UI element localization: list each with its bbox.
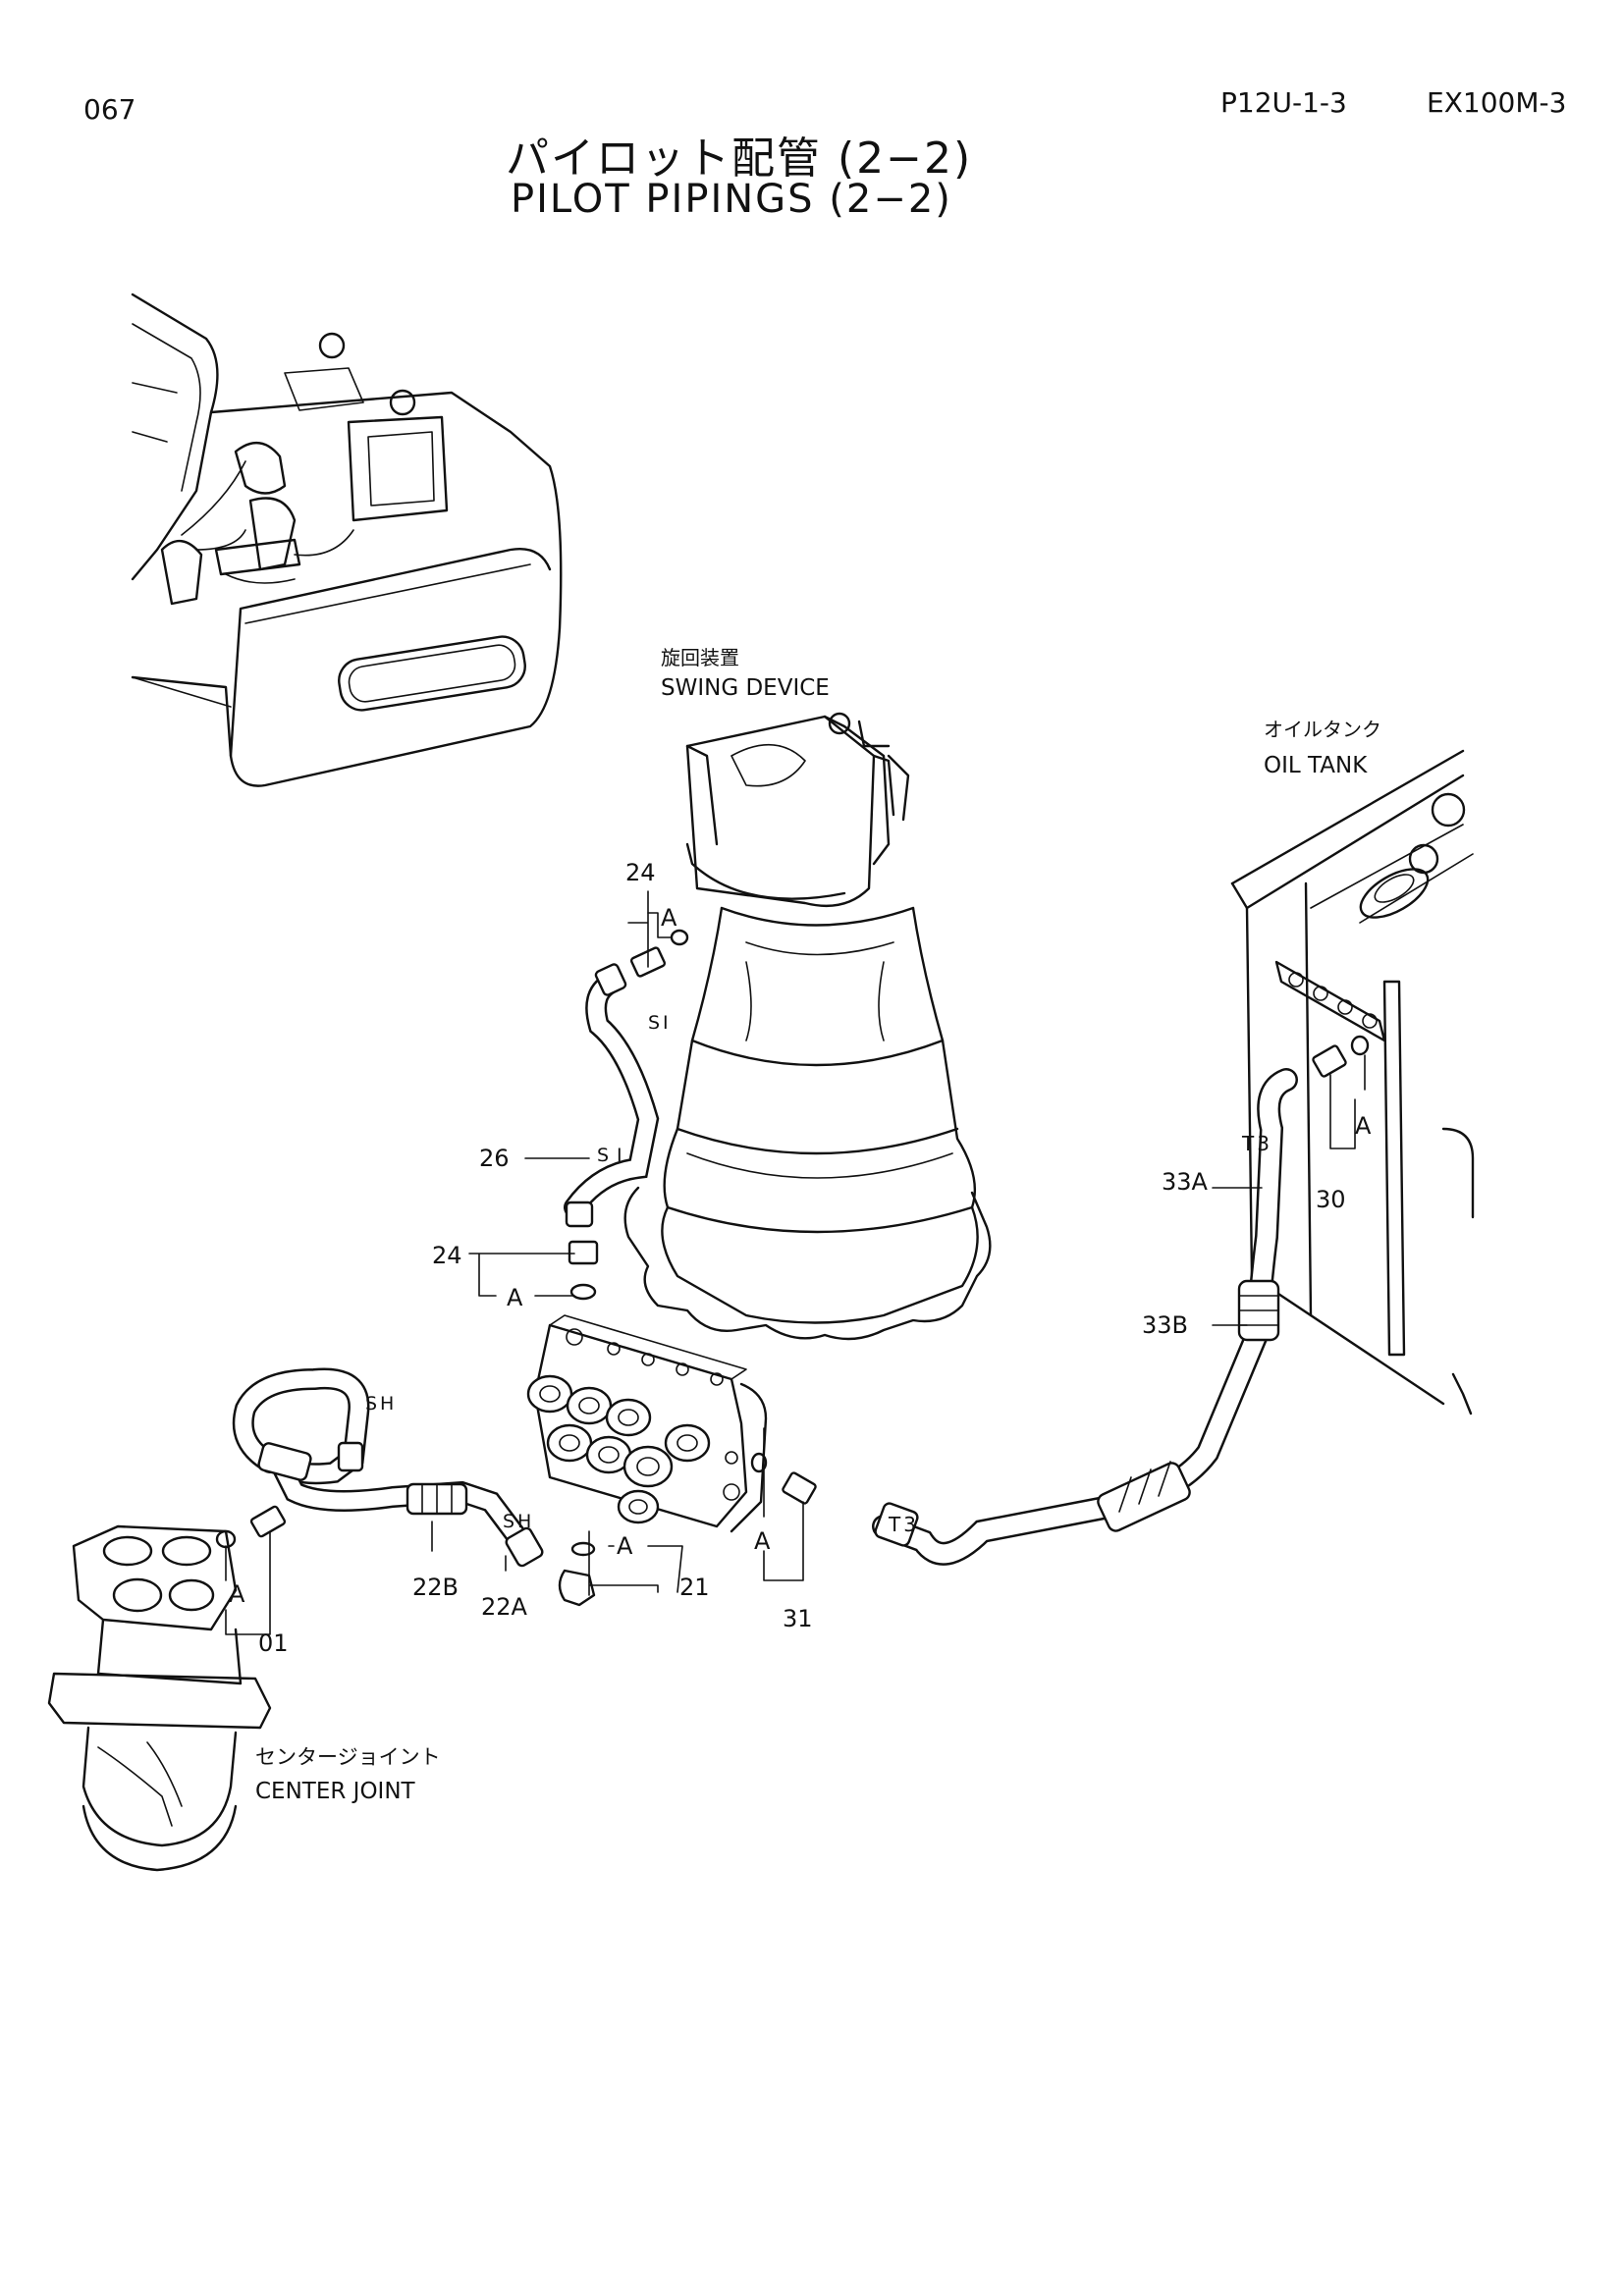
callout-30: 30 <box>1316 1186 1346 1213</box>
mark-sh-upper: SH <box>365 1393 397 1415</box>
oil-tank-label-en: OIL TANK <box>1264 753 1368 778</box>
leader-lines <box>225 890 1366 1635</box>
callout-26: 26 <box>479 1145 510 1172</box>
mark-sh-lower: SH <box>503 1511 534 1532</box>
oil-tank-illustration <box>1230 749 1475 1415</box>
callout-33b: 33B <box>1142 1311 1188 1339</box>
mark-a-swing-bottom: A <box>507 1284 523 1311</box>
mark-a-valve-right: A <box>754 1527 771 1555</box>
mark-t3-valve: T3 <box>888 1513 919 1536</box>
center-joint-illustration <box>47 1524 272 1872</box>
page-number: 067 <box>83 93 136 126</box>
pipe-26 <box>564 963 660 1228</box>
hose-22 <box>232 1367 544 1568</box>
model-number: EX100M-3 <box>1427 86 1567 119</box>
fittings <box>215 929 1370 1607</box>
mark-a-valve-bottom: A <box>617 1532 633 1560</box>
callout-22a: 22A <box>481 1593 528 1621</box>
mark-si-upper: SI <box>648 1012 672 1034</box>
section-code: P12U-1-3 <box>1220 86 1347 119</box>
center-joint-label-en: CENTER JOINT <box>255 1779 416 1804</box>
mark-si-lower: SI <box>597 1145 630 1166</box>
mark-t3-tank: T3 <box>1241 1132 1272 1155</box>
callout-22b: 22B <box>412 1574 459 1601</box>
callout-01: 01 <box>258 1629 289 1657</box>
mark-a-center-joint: A <box>229 1580 245 1608</box>
pilot-valve-block <box>526 1314 768 1533</box>
title-english: PILOT PIPINGS (2−2) <box>511 177 952 222</box>
mark-a-swing-top: A <box>661 904 677 932</box>
mark-a-oil-tank: A <box>1355 1112 1372 1140</box>
oil-tank-label-jp: オイルタンク <box>1264 718 1381 741</box>
callout-31: 31 <box>783 1605 813 1632</box>
machine-overview-illustration <box>131 293 563 787</box>
callout-24-mid: 24 <box>432 1242 462 1269</box>
title-japanese: パイロット配管 (2−2) <box>506 133 973 184</box>
callout-21: 21 <box>679 1574 710 1601</box>
center-joint-label-jp: センタージョイント <box>255 1745 441 1769</box>
hose-33 <box>872 1068 1298 1566</box>
swing-device-label-jp: 旋回装置 <box>661 646 739 669</box>
callout-33a: 33A <box>1162 1168 1209 1196</box>
callout-24-top: 24 <box>625 859 656 886</box>
swing-device-illustration <box>623 712 992 1341</box>
swing-device-label-en: SWING DEVICE <box>661 675 830 701</box>
